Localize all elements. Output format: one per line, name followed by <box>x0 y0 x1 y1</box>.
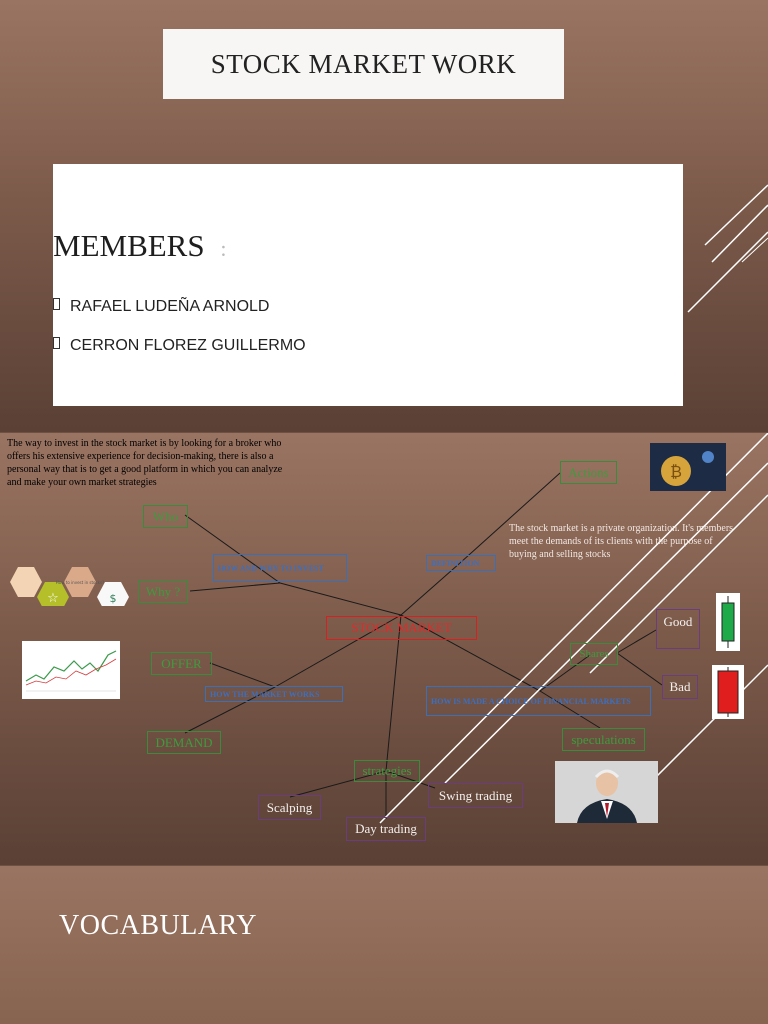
node-bad: Bad <box>662 675 698 699</box>
node-why: Why ? <box>138 580 188 603</box>
hex-label: How to invest in stocks? <box>56 580 104 585</box>
slide-mind-map: The way to invest in the stock market is… <box>0 433 768 865</box>
node-demand: DEMAND <box>147 731 221 754</box>
slide-title: STOCK MARKET WORK <box>163 29 564 99</box>
members-heading: MEMBERS : <box>53 228 226 264</box>
member-name: CERRON FLOREZ GUILLERMO <box>70 337 306 354</box>
node-who: Who <box>143 505 188 528</box>
red-candle-icon <box>712 665 744 719</box>
bullet-icon <box>53 298 60 310</box>
members-heading-text: MEMBERS <box>53 228 205 263</box>
svg-text:$: $ <box>110 592 117 605</box>
member-name: RAFAEL LUDEÑA ARNOLD <box>70 298 270 315</box>
node-definition: DEFINITION <box>426 555 496 571</box>
bitcoin-image: ₿ <box>650 443 726 491</box>
svg-text:☆: ☆ <box>47 591 59 606</box>
node-actions: Actions <box>560 461 617 484</box>
members-panel: MEMBERS : RAFAEL LUDEÑA ARNOLD CERRON FL… <box>53 164 683 406</box>
member-item: RAFAEL LUDEÑA ARNOLD <box>53 298 269 316</box>
vocabulary-title: VOCABULARY <box>59 910 257 941</box>
investor-photo <box>555 761 658 823</box>
node-shares: Shares <box>570 643 618 665</box>
node-swing-trading: Swing trading <box>428 783 523 808</box>
node-good: Good <box>656 609 700 649</box>
node-financial-markets: HOW IS MADE A CHOICE OF FINANCIAL MARKET… <box>426 686 651 716</box>
hexagon-infographic: ☆ How to invest in stocks? $ <box>10 567 129 606</box>
member-item: CERRON FLOREZ GUILLERMO <box>53 337 306 355</box>
node-how-market-works: HOW THE MARKET WORKS <box>205 686 343 702</box>
node-scalping: Scalping <box>258 795 321 820</box>
decorative-lines <box>687 184 768 313</box>
intro-paragraph: The way to invest in the stock market is… <box>7 438 283 488</box>
members-heading-colon: : <box>220 236 227 261</box>
stock-chart-image <box>22 641 120 699</box>
node-stock-market: STOCK MARKET <box>326 616 477 640</box>
node-how-why-invest: HOW AND WHY TO INVEST <box>213 554 347 582</box>
svg-text:₿: ₿ <box>670 462 682 481</box>
slide-members: STOCK MARKET WORK MEMBERS : RAFAEL LUDEÑ… <box>0 0 768 432</box>
definition-paragraph: The stock market is a private organizati… <box>509 523 734 560</box>
node-day-trading: Day trading <box>346 817 426 841</box>
node-speculations: speculations <box>562 728 645 751</box>
mind-map-connectors <box>184 433 768 824</box>
node-offer: OFFER <box>151 652 212 675</box>
green-candle-icon <box>716 593 740 651</box>
slide-vocabulary: VOCABULARY <box>0 866 768 1024</box>
node-strategies: strategies <box>354 760 420 782</box>
bullet-icon <box>53 337 60 349</box>
